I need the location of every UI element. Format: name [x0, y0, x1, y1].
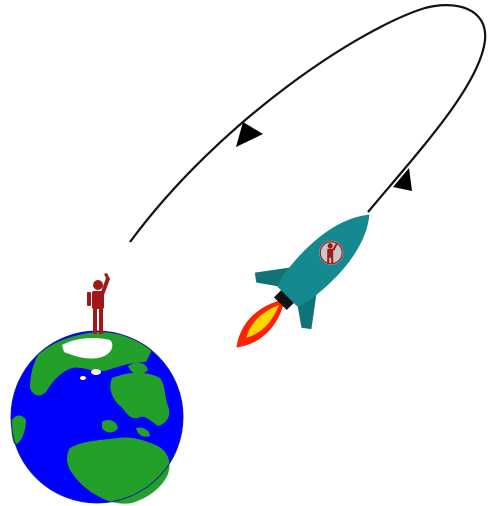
rocket-icon — [208, 186, 398, 376]
waving-person-icon — [87, 273, 110, 334]
earth-globe-icon — [11, 331, 183, 504]
trajectory-curve — [130, 5, 485, 242]
